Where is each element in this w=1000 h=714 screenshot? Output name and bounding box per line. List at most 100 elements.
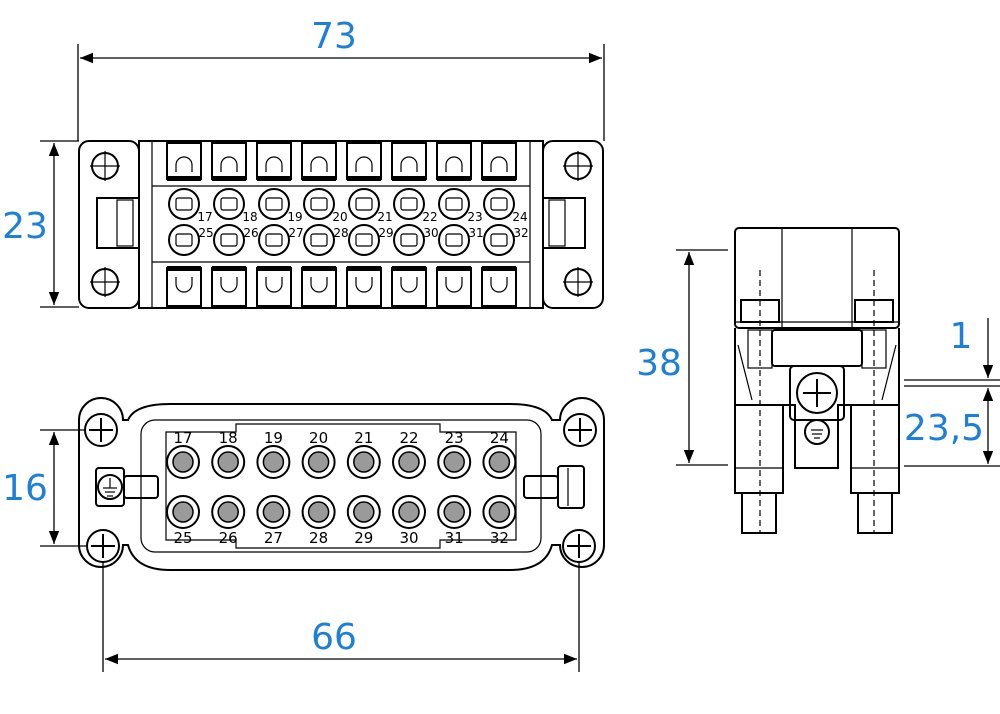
terminal-screw-upper <box>391 142 427 181</box>
pin-socket <box>168 188 200 220</box>
pin-socket <box>168 224 200 256</box>
pin-number-label: 26 <box>219 529 238 547</box>
side-leg-left <box>734 404 784 494</box>
terminal-screw-lower <box>211 266 247 307</box>
pin-number-label: 23 <box>445 429 464 447</box>
pin-contact <box>166 495 200 529</box>
pin-number-label: 27 <box>264 529 283 547</box>
pin-socket <box>348 188 380 220</box>
pin-contact <box>256 445 291 479</box>
front-screw-top-right <box>563 413 597 447</box>
pin-number-label: 20 <box>309 429 328 447</box>
mount-hole-top-right <box>563 151 593 181</box>
dimension-label-23-5: 23,5 <box>904 408 984 449</box>
pin-contact <box>166 445 200 479</box>
pin-socket <box>258 188 290 220</box>
pin-number-label: 19 <box>264 429 283 447</box>
pin-contact <box>392 445 426 479</box>
insert-inner <box>151 140 531 309</box>
top-pin-sockets <box>168 188 515 256</box>
front-right-latch <box>523 465 585 509</box>
pin-number-label: 22 <box>399 429 418 447</box>
top-pin-label: 32 <box>513 226 528 240</box>
dimension-label-16: 16 <box>2 468 48 509</box>
terminal-screw-lower <box>166 266 202 307</box>
pin-contact <box>437 495 472 529</box>
front-screw-top-left <box>84 413 118 447</box>
top-terminals-upper <box>166 142 517 181</box>
terminal-screw-upper <box>346 142 382 181</box>
pin-insert-face <box>165 423 517 549</box>
pin-contact <box>256 495 291 529</box>
side-leg-right <box>850 404 900 494</box>
top-pin-label: 31 <box>468 226 483 240</box>
pin-contact <box>392 495 426 529</box>
front-pin-contacts <box>166 445 517 529</box>
pin-socket <box>303 188 335 220</box>
top-pin-label: 26 <box>243 226 258 240</box>
pin-socket <box>483 188 515 220</box>
terminal-screw-upper <box>481 142 517 181</box>
terminal-screw-upper <box>166 142 202 181</box>
pin-socket <box>393 188 425 220</box>
top-pin-label: 24 <box>512 210 527 224</box>
pin-socket <box>258 224 290 256</box>
top-pin-label: 20 <box>332 210 347 224</box>
pin-socket <box>213 188 245 220</box>
terminal-screw-upper <box>301 142 337 181</box>
dimension-label-23: 23 <box>2 206 48 247</box>
pin-contact <box>211 445 246 479</box>
left-latch <box>96 197 140 249</box>
terminal-screw-upper <box>256 142 292 181</box>
pin-number-label: 28 <box>309 529 328 547</box>
top-pin-label: 18 <box>242 210 257 224</box>
right-latch <box>542 197 586 249</box>
pin-socket <box>483 224 515 256</box>
pin-number-label: 25 <box>173 529 192 547</box>
pin-socket <box>213 224 245 256</box>
terminal-screw-lower <box>346 266 382 307</box>
top-pin-label: 25 <box>198 226 213 240</box>
dimension-label-73: 73 <box>311 16 357 57</box>
side-screw <box>796 372 838 414</box>
earth-terminal <box>95 467 159 507</box>
dimension-label-1: 1 <box>950 316 973 357</box>
pin-contact <box>346 495 381 529</box>
pin-contact <box>482 495 517 529</box>
terminal-screw-upper <box>211 142 247 181</box>
pin-number-label: 18 <box>219 429 238 447</box>
pin-number-label: 24 <box>490 429 509 447</box>
pin-number-label: 17 <box>173 429 192 447</box>
terminal-screw-lower <box>481 266 517 307</box>
front-housing <box>78 397 605 571</box>
pin-contact <box>437 445 472 479</box>
top-pin-label: 27 <box>288 226 303 240</box>
top-pin-label: 21 <box>377 210 392 224</box>
pin-number-label: 30 <box>399 529 418 547</box>
mount-hole-top-left <box>90 151 120 181</box>
top-pin-label: 30 <box>423 226 438 240</box>
pin-socket <box>393 224 425 256</box>
top-pin-label: 17 <box>197 210 212 224</box>
front-inner-frame <box>140 419 542 553</box>
pin-socket <box>438 188 470 220</box>
pin-number-label: 31 <box>445 529 464 547</box>
front-screw-bottom-left <box>86 529 120 563</box>
top-pin-label: 19 <box>287 210 302 224</box>
dimension-label-66: 66 <box>311 617 357 658</box>
pin-socket <box>348 224 380 256</box>
pin-contact <box>301 445 336 479</box>
top-pin-label: 22 <box>422 210 437 224</box>
side-view: 38 1 23,5 <box>636 227 1000 534</box>
side-pin-right <box>857 492 893 534</box>
pin-socket <box>438 224 470 256</box>
side-top-block <box>734 227 900 329</box>
terminal-screw-lower <box>256 266 292 307</box>
side-earth-screw <box>804 419 830 445</box>
mount-hole-bottom-right <box>563 267 593 297</box>
terminal-screw-lower <box>301 266 337 307</box>
